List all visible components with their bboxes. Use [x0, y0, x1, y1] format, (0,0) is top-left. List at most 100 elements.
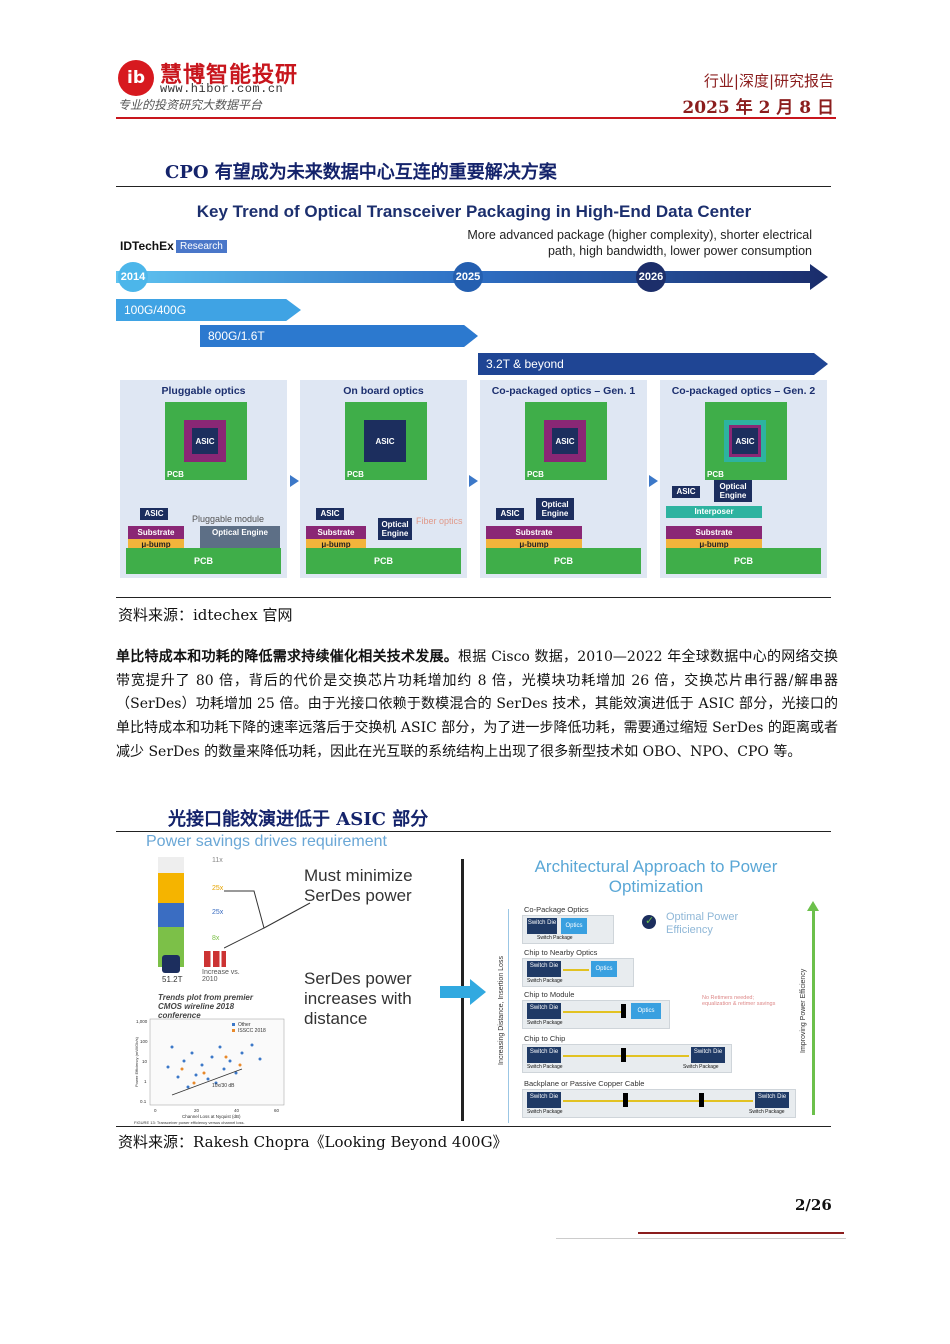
right-arrow-icon — [440, 979, 486, 1005]
figure1-title: CPO 有望成为未来数据中心互连的重要解决方案 — [165, 162, 557, 183]
figure2-source: 资料来源：Rakesh Chopra《Looking Beyond 400G》 — [118, 1133, 508, 1151]
header-divider — [116, 117, 836, 119]
panel-title: On board optics — [343, 385, 424, 397]
logo-url[interactable]: www.hibor.com.cn — [160, 82, 284, 96]
body-paragraph: 单比特成本和功耗的降低需求持续催化相关技术发展。根据 Cisco 数据，2010… — [116, 646, 838, 765]
optical-engine: Optical Engine — [536, 498, 574, 520]
trace-line — [563, 1011, 623, 1013]
row-chip-to-module: Switch Die Optics Switch Package — [522, 1000, 670, 1029]
interposer: Interposer — [666, 506, 762, 518]
stack-label: 25x — [212, 909, 224, 916]
row-label: Co-Package Optics — [524, 905, 589, 914]
brand-badge: Research — [176, 240, 227, 253]
pkg-label: Switch Package — [527, 978, 563, 984]
chart-title: Key Trend of Optical Transceiver Packagi… — [196, 202, 752, 221]
asic-package: ASIC — [184, 420, 226, 462]
pcb-top-view: ASIC PCB — [165, 402, 247, 480]
pluggable-module-label: Pluggable module — [192, 514, 265, 524]
must-minimize-text: Must minimize SerDes power — [304, 866, 413, 905]
panel-pluggable-optics: Pluggable optics ASIC PCB ASIC Substrate… — [120, 380, 287, 578]
panel-cpo-gen1: Co-packaged optics – Gen. 1 ASIC PCB ASI… — [480, 380, 647, 578]
figure2-bottom-rule — [116, 1126, 831, 1127]
substrate: Substrate — [486, 526, 582, 539]
stack-segment — [158, 857, 184, 873]
pkg-label: Switch Package — [749, 1109, 785, 1115]
asic-die: ASIC — [192, 428, 218, 454]
u-bump: μ-bump — [486, 539, 582, 550]
y-tick: 0.1 — [140, 1099, 147, 1104]
pcb-bottom: PCB — [126, 548, 281, 574]
scatter-legend-item: ISSCC 2018 — [238, 1028, 266, 1034]
u-bump: μ-bump — [128, 539, 184, 550]
row-nearby-optics: Switch Die Optics Switch Package — [522, 958, 634, 987]
fiber-optics-label: Fiber optics — [416, 516, 463, 526]
panel-title: Co-packaged optics – Gen. 1 — [491, 385, 636, 397]
page-number: 2/26 — [795, 1196, 832, 1214]
asic-block: ASIC — [316, 508, 344, 520]
footer-rule-light — [556, 1238, 846, 1239]
report-type: 行业|深度|研究报告 — [703, 72, 834, 90]
y-tick: 1 — [144, 1079, 147, 1084]
asic-block: ASIC — [496, 508, 524, 520]
pkg-label: Switch Package — [683, 1064, 719, 1070]
figure1-bottom-rule — [116, 597, 831, 598]
x-tick: 0 — [154, 1108, 157, 1113]
paragraph-lead: 单比特成本和功耗的降低需求持续催化相关技术发展。 — [116, 649, 458, 665]
side-note: No Retimers needed; equalization & retim… — [702, 995, 776, 1007]
pcb-top-view: ASIC PCB — [525, 402, 607, 480]
asic-block: ASIC — [140, 508, 168, 520]
optical-engine: Optical Engine — [714, 480, 752, 502]
row-backplane: Switch Die Switch Die Switch Package Swi… — [522, 1089, 796, 1118]
asic-die: ASIC — [372, 428, 398, 454]
asic-die: ASIC — [552, 428, 578, 454]
efficiency-arrowhead — [807, 901, 819, 911]
stack-label: 8x — [212, 935, 220, 942]
switch-die: Switch Die — [691, 1047, 725, 1063]
substrate: Substrate — [306, 526, 366, 539]
scatter-trend-label: 10x/30 dB — [212, 1083, 235, 1089]
y-tick: 10 — [142, 1059, 148, 1064]
panel-arrow — [469, 475, 478, 487]
chart-subtitle: More advanced package (higher complexity… — [467, 228, 812, 258]
report-date: 2025 年 2 月 8 日 — [682, 98, 834, 118]
panel-cpo-gen2: Co-packaged optics – Gen. 2 ASIC PCB ASI… — [660, 380, 827, 578]
logo-slogan: 专业的投资研究大数据平台 — [118, 98, 263, 112]
row-label: Backplane or Passive Copper Cable — [524, 1079, 645, 1088]
retimer-block — [623, 1093, 628, 1107]
stack-segment — [158, 873, 184, 903]
optics: Optics — [591, 961, 617, 977]
figure1-image: Key Trend of Optical Transceiver Packagi… — [116, 192, 832, 584]
scatter-xlabel: Channel Loss at Nyquist (dB) — [182, 1114, 241, 1119]
distance-axis-label: Increasing Distance, Insertion Loss — [498, 956, 505, 1065]
pcb-label: PCB — [527, 470, 544, 479]
row-chip-to-chip: Switch Die Switch Die Switch Package Swi… — [522, 1044, 732, 1073]
panel-arrow — [290, 475, 299, 487]
timeline-dot-2026: 2026 — [636, 262, 666, 292]
u-bump: μ-bump — [306, 539, 366, 550]
panel-on-board-optics: On board optics ASIC PCB ASIC Substrate … — [300, 380, 467, 578]
retimer-block — [621, 1048, 626, 1062]
check-mark: ✓ — [645, 914, 655, 927]
asic-die: ASIC — [729, 425, 761, 457]
bar-3-2t-beyond: 3.2T & beyond — [478, 353, 828, 375]
check-icon — [642, 915, 656, 929]
timeline-dot-2025: 2025 — [453, 262, 483, 292]
trace-line — [563, 969, 589, 971]
scatter-legend-item: Other — [238, 1022, 251, 1028]
trends-caption: Trends plot from premier CMOS wireline 2… — [158, 993, 253, 1020]
pcb-top-view: ASIC PCB — [345, 402, 427, 480]
asic-block: ASIC — [672, 486, 700, 498]
row-label: Chip to Chip — [524, 1034, 566, 1043]
pkg-label: Switch Package — [527, 1020, 563, 1026]
stack-label: 11x — [212, 857, 223, 864]
switch-die: Switch Die — [527, 918, 557, 934]
pcb-label: PCB — [707, 470, 724, 479]
panel-arrow — [649, 475, 658, 487]
retimer-block — [621, 1004, 626, 1018]
architectural-title: Architectural Approach to Power Optimiza… — [534, 857, 778, 896]
scatter-plot: 10x/30 dB Other ISSCC 2018 1,000 100 10 … — [134, 1018, 285, 1125]
row-label: Chip to Module — [524, 990, 575, 999]
trace-line — [563, 1100, 753, 1102]
bar-800g-1-6t: 800G/1.6T — [200, 325, 478, 347]
y-tick: 1,000 — [136, 1019, 148, 1024]
